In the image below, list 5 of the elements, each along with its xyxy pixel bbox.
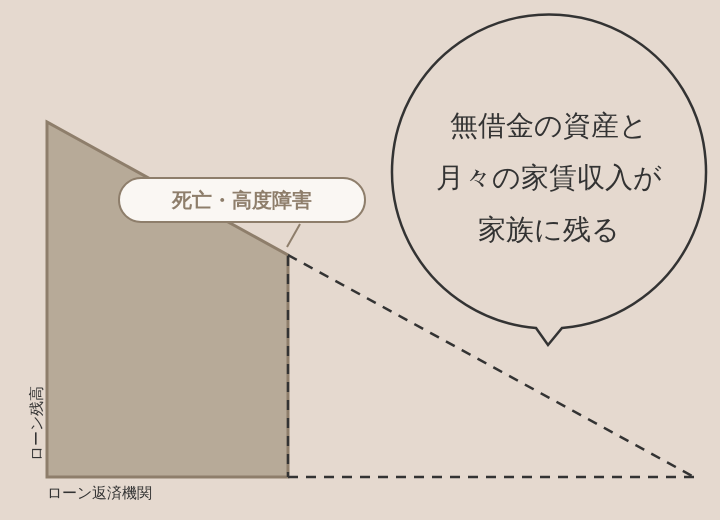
- leader-line: [286, 224, 301, 248]
- bubble-text: 無借金の資産と月々の家賃収入が家族に残る: [435, 108, 663, 248]
- callout-label: 死亡・高度障害: [118, 177, 366, 223]
- axis-label: ローン残高: [28, 385, 46, 463]
- axis-label: ローン返済機関: [47, 484, 152, 503]
